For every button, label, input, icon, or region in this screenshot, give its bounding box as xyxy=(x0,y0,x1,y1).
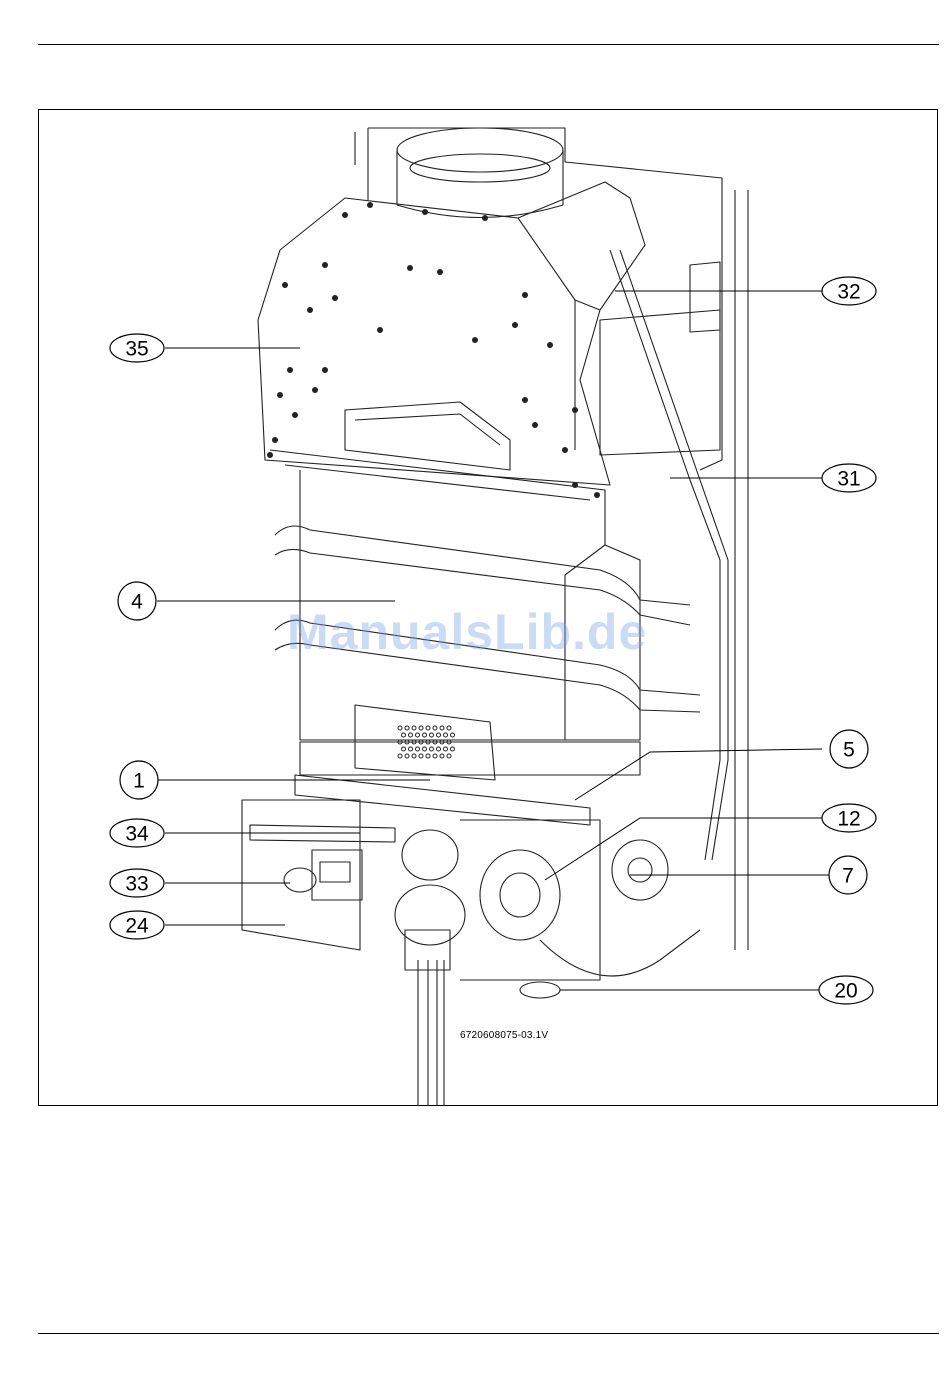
callout-label: 33 xyxy=(125,873,148,896)
side-rail xyxy=(735,190,748,950)
callout-32: 32 xyxy=(822,277,876,305)
callout-31: 31 xyxy=(822,464,876,492)
inlet-pipes xyxy=(418,960,444,1106)
grille-hole xyxy=(426,754,430,758)
grille-hole xyxy=(447,754,451,758)
grille-hole xyxy=(398,726,402,730)
flue-collar xyxy=(397,128,563,172)
grille-hole xyxy=(430,733,434,737)
callout-35: 35 xyxy=(110,334,164,362)
grille-hole xyxy=(402,747,406,751)
grille-hole xyxy=(416,733,420,737)
grille-hole xyxy=(398,754,402,758)
callout-label: 31 xyxy=(837,468,860,491)
callout-label: 7 xyxy=(842,865,854,888)
callout-label: 5 xyxy=(843,739,855,762)
grille-hole xyxy=(412,726,416,730)
grille-hole xyxy=(437,747,441,751)
grille-hole xyxy=(426,726,430,730)
callout-label: 12 xyxy=(837,808,860,831)
grille-hole xyxy=(412,754,416,758)
callout-34: 34 xyxy=(110,819,164,847)
callout-label: 1 xyxy=(133,770,145,793)
callout-label: 35 xyxy=(125,338,148,361)
grille-hole xyxy=(451,747,455,751)
grille-hole xyxy=(405,754,409,758)
callout-label: 34 xyxy=(125,823,149,846)
grille-hole xyxy=(451,733,455,737)
figure-code: 6720608075-03.1V xyxy=(460,1030,548,1041)
grille-hole xyxy=(419,726,423,730)
grille-hole xyxy=(430,747,434,751)
callout-7: 7 xyxy=(829,856,867,894)
callout-label: 4 xyxy=(131,591,143,614)
grille-hole xyxy=(405,726,409,730)
callout-33: 33 xyxy=(110,869,164,897)
burner-rail xyxy=(300,742,640,775)
combustion-chamber-cover xyxy=(258,182,645,485)
pressure-switch xyxy=(612,840,668,900)
inspection-window xyxy=(345,402,510,470)
grille-hole xyxy=(444,733,448,737)
watermark: ManualsLib.de xyxy=(287,603,647,661)
grille-hole xyxy=(416,747,420,751)
water-valve xyxy=(480,850,560,940)
callout-4: 4 xyxy=(118,582,156,620)
grille-hole xyxy=(409,747,413,751)
power-knob xyxy=(284,868,316,892)
grille-hole xyxy=(423,747,427,751)
grille-hole xyxy=(440,754,444,758)
grille-hole xyxy=(433,726,437,730)
callout-1: 1 xyxy=(120,761,158,799)
cover-fasteners xyxy=(267,202,600,498)
heat-exchanger xyxy=(270,450,605,740)
grille-hole xyxy=(440,726,444,730)
grille-hole xyxy=(423,733,427,737)
grille-hole xyxy=(447,726,451,730)
callout-5: 5 xyxy=(830,730,868,768)
callout-24: 24 xyxy=(110,911,164,939)
grille-hole xyxy=(419,754,423,758)
grille-hole xyxy=(433,754,437,758)
callout-label: 32 xyxy=(837,281,860,304)
grille-hole xyxy=(409,733,413,737)
callout-20: 20 xyxy=(819,976,873,1004)
control-box xyxy=(242,800,360,950)
callout-label: 20 xyxy=(834,980,857,1003)
gas-valve xyxy=(402,830,458,880)
callout-label: 24 xyxy=(125,915,149,938)
grille-hole xyxy=(437,733,441,737)
grille-hole xyxy=(444,747,448,751)
callout-12: 12 xyxy=(822,804,876,832)
grille-hole xyxy=(402,733,406,737)
